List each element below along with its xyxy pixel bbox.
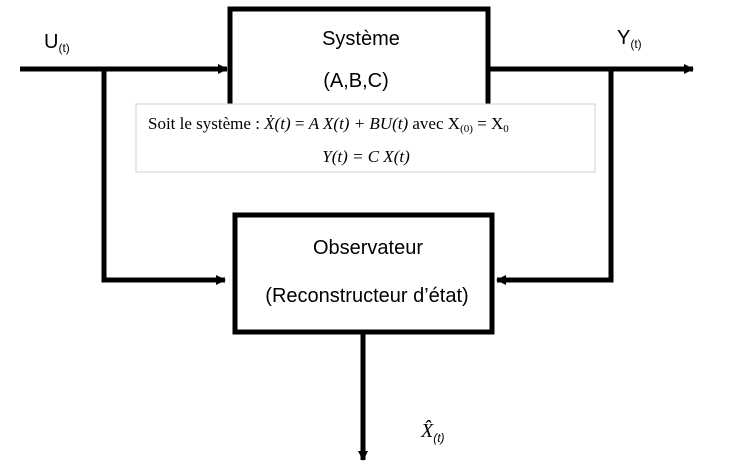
input-branch-arrow (101, 69, 226, 285)
estimate-label: X̂(t) (420, 419, 445, 445)
observer-title: Observateur (313, 237, 423, 259)
system-matrices: (A,B,C) (323, 70, 389, 92)
observer-subtitle: (Reconstructeur d’état) (265, 285, 468, 307)
output-branch-arrow (496, 69, 614, 285)
input-label: U(t) (44, 31, 70, 55)
system-block (227, 6, 491, 114)
observer-block (232, 212, 495, 335)
system-title: Système (322, 28, 400, 50)
equation-box (135, 103, 596, 173)
equation-output: Y(t) = C X(t) (322, 147, 410, 166)
output-label: Y(t) (617, 27, 642, 51)
equation-state: Soit le système : Ẋ(t) = A X(t) + BU(t) … (148, 114, 509, 135)
